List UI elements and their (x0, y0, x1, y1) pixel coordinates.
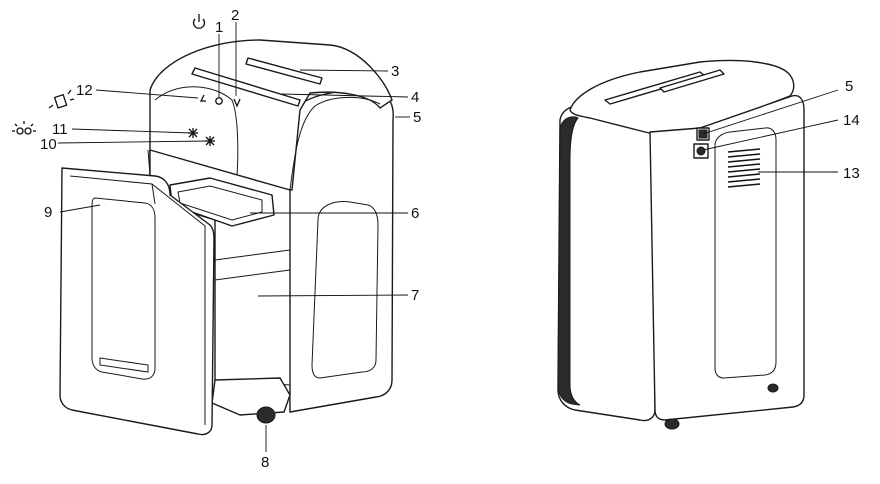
callout-8: 8 (261, 454, 269, 471)
leader-12 (95, 89, 199, 99)
bin-bottom (211, 377, 291, 416)
front-caster (256, 406, 276, 424)
callout-12: 12 (76, 82, 93, 99)
rear-left-edge (557, 116, 581, 406)
leader-11 (71, 128, 193, 134)
rear-caster-front (664, 418, 680, 430)
reverse-button (233, 98, 241, 108)
door-handle (99, 357, 149, 373)
door-inner-edge (69, 175, 206, 425)
rear-caster-back (767, 383, 779, 393)
leader-7 (257, 294, 409, 297)
leader-10 (57, 140, 209, 144)
leader-4 (281, 93, 409, 98)
callout-6: 6 (411, 205, 419, 222)
rear-view: 5 14 13 (557, 59, 860, 430)
forward-button (199, 94, 206, 102)
callout-13: 13 (843, 165, 860, 182)
callout-4: 4 (411, 89, 419, 106)
power-button (215, 97, 223, 105)
rear-right-face (649, 94, 805, 421)
callout-5b: 5 (845, 78, 853, 95)
callout-1: 1 (215, 19, 223, 36)
power-icon (192, 14, 206, 29)
callout-9: 9 (44, 204, 52, 221)
overheat-indicator (188, 128, 198, 138)
callout-7: 7 (411, 287, 419, 304)
leader-5b (702, 89, 839, 135)
rear-left-face (557, 103, 656, 422)
door-window (91, 197, 156, 380)
callout-10: 10 (40, 136, 57, 153)
front-view: 1 2 3 4 5 6 7 8 9 10 11 12 (12, 7, 421, 471)
vent-grille (727, 148, 761, 188)
rear-top (569, 59, 795, 136)
callout-2: 2 (231, 7, 239, 24)
rear-slot-2 (659, 69, 725, 93)
rear-inner-panel (714, 127, 777, 379)
jam-indicator (205, 136, 215, 146)
leader-14 (702, 119, 839, 151)
control-panel (154, 86, 239, 186)
leader-9 (59, 204, 101, 213)
open-door (59, 167, 215, 436)
card-feed-slot (245, 57, 323, 85)
power-socket-inlet (696, 146, 706, 156)
overheat-icon (12, 121, 36, 135)
callout-3: 3 (391, 63, 399, 80)
callout-11: 11 (52, 121, 68, 138)
paper-jam-icon (48, 89, 75, 109)
front-side-window (311, 201, 379, 379)
callout-5: 5 (413, 109, 421, 126)
callout-14: 14 (843, 112, 860, 129)
leader-3 (299, 69, 389, 72)
